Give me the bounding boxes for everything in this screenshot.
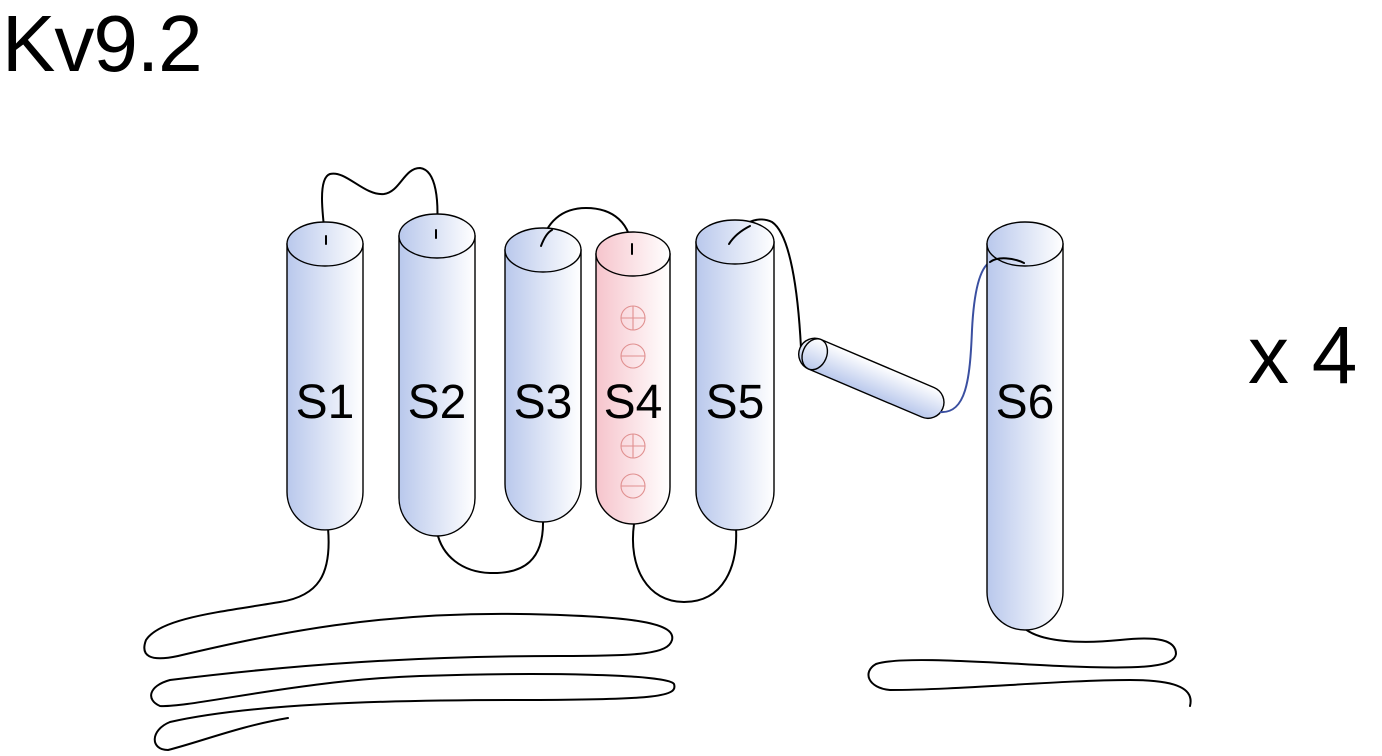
helix-label-s3: S3 bbox=[514, 376, 573, 429]
helix-body bbox=[986, 243, 1064, 631]
helix-body bbox=[398, 235, 476, 537]
subunit-multiplier: x 4 bbox=[1248, 310, 1357, 401]
loop-entry-stub bbox=[540, 229, 553, 247]
helix-body bbox=[504, 249, 582, 523]
helix-body bbox=[595, 253, 671, 525]
c-terminus-tail bbox=[867, 627, 1192, 707]
helix-s6: S6 bbox=[986, 221, 1064, 631]
loop-entry-stub bbox=[728, 225, 751, 245]
helix-body bbox=[695, 241, 775, 531]
helix-label-s4: S4 bbox=[604, 376, 663, 429]
negative-charge-icon bbox=[620, 343, 646, 369]
helix-label-s2: S2 bbox=[408, 376, 467, 429]
positive-charge-icon bbox=[620, 433, 646, 459]
helix-s3: S3 bbox=[504, 227, 582, 523]
selectivity-filter-link bbox=[939, 261, 991, 414]
positive-charge-icon bbox=[620, 305, 646, 331]
helix-body bbox=[286, 243, 364, 531]
s3-s4-loop bbox=[540, 206, 633, 255]
helix-cap bbox=[504, 227, 582, 273]
helix-cap bbox=[986, 221, 1064, 267]
helix-group: S1 S2 S3 S4 S5 S6 bbox=[286, 213, 1064, 631]
s4-charges bbox=[620, 305, 646, 499]
pore-helix bbox=[798, 337, 945, 420]
helix-s1: S1 bbox=[286, 221, 364, 531]
helix-label-s1: S1 bbox=[296, 376, 355, 429]
helix-s2: S2 bbox=[398, 213, 476, 537]
s1-s2-loop bbox=[321, 166, 439, 245]
s4-s5-loop bbox=[632, 523, 738, 604]
n-terminus-tail bbox=[143, 527, 676, 752]
s2-s3-loop bbox=[436, 519, 545, 575]
helix-label-s6: S6 bbox=[996, 376, 1055, 429]
loop-entry-stub bbox=[989, 257, 1025, 264]
helix-s4: S4 bbox=[595, 231, 671, 525]
helix-label-s5: S5 bbox=[706, 376, 765, 429]
channel-title: Kv9.2 bbox=[2, 0, 203, 88]
helix-cap bbox=[695, 219, 775, 265]
negative-charge-icon bbox=[620, 473, 646, 499]
helix-s5: S5 bbox=[695, 219, 775, 531]
